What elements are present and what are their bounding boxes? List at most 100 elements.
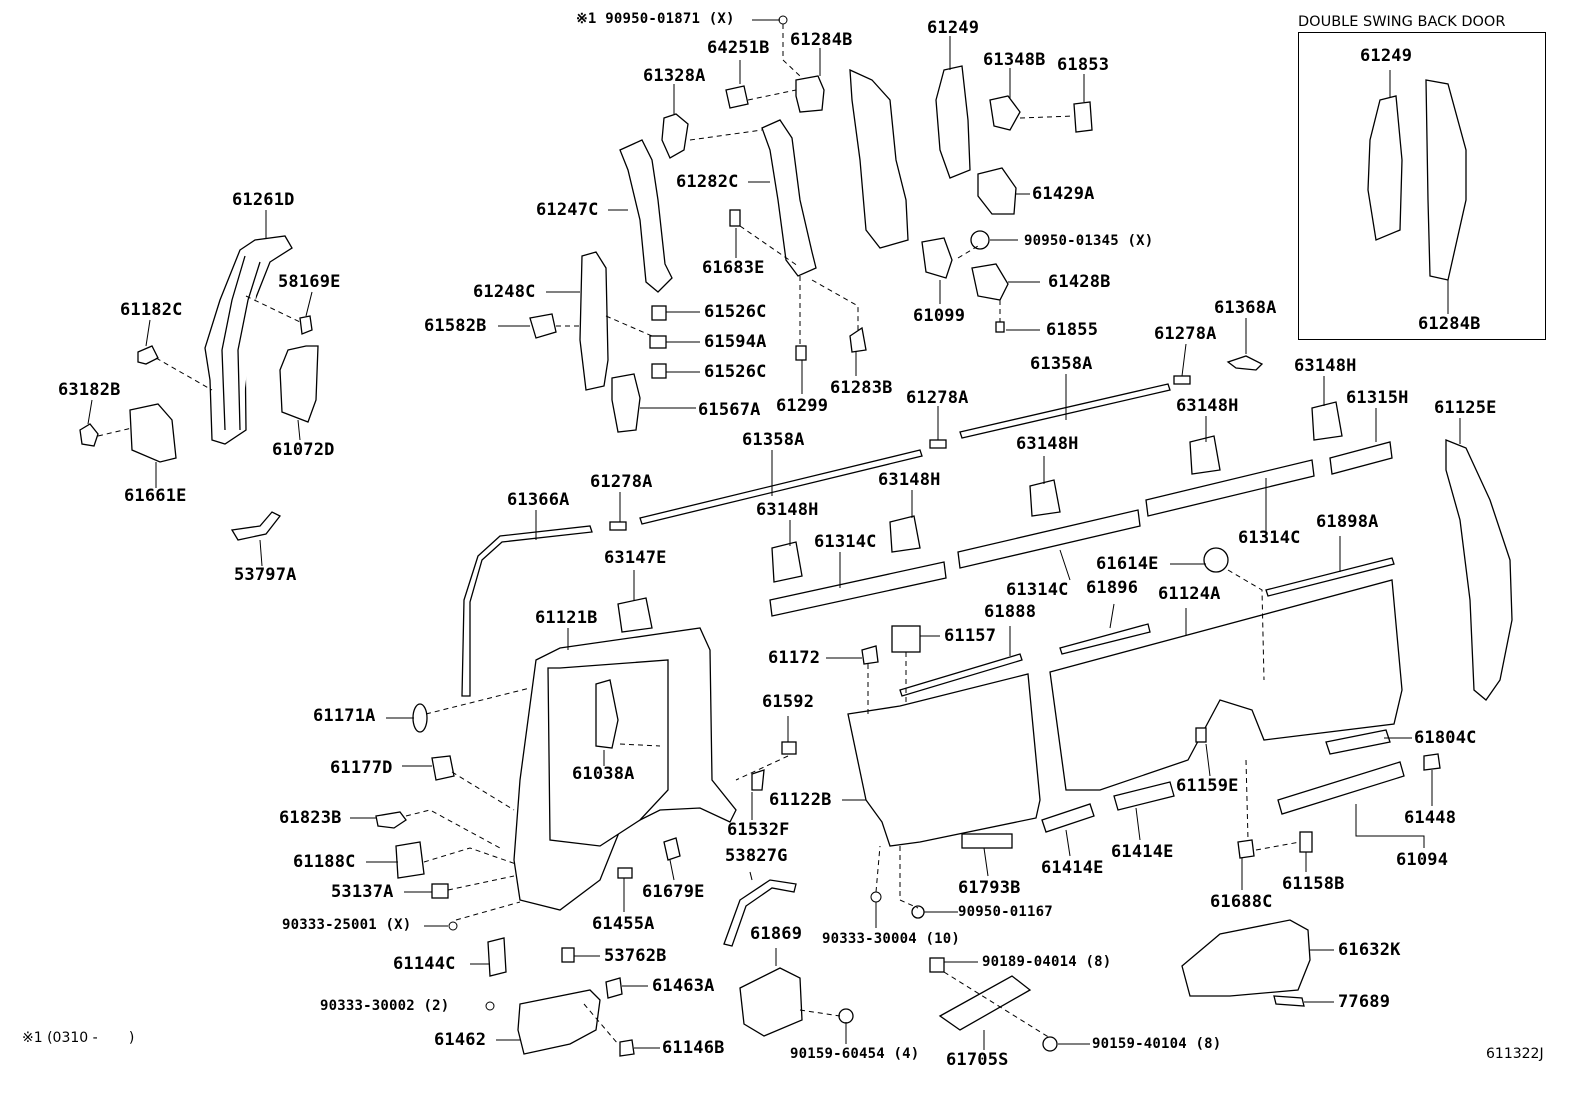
part-label-61869[interactable]: 61869 xyxy=(750,924,803,944)
part-label-53762b[interactable]: 53762B xyxy=(604,946,667,966)
part-label-53827g[interactable]: 53827G xyxy=(725,846,788,866)
part-label-61121b[interactable]: 61121B xyxy=(535,608,598,628)
part-label-61278a-1[interactable]: 61278A xyxy=(590,472,653,492)
part-label-90333-30002[interactable]: 90333-30002 (2) xyxy=(320,998,450,1014)
part-label-61567a[interactable]: 61567A xyxy=(698,400,761,420)
part-label-61679e[interactable]: 61679E xyxy=(642,882,705,902)
part-label-61414e-2[interactable]: 61414E xyxy=(1111,842,1174,862)
part-label-61661e[interactable]: 61661E xyxy=(124,486,187,506)
part-label-61526c-1[interactable]: 61526C xyxy=(704,302,767,322)
part-label-61158b[interactable]: 61158B xyxy=(1282,874,1345,894)
part-label-63148h-d[interactable]: 63148H xyxy=(1176,396,1239,416)
part-label-61125e[interactable]: 61125E xyxy=(1434,398,1497,418)
part-label-63147e[interactable]: 63147E xyxy=(604,548,667,568)
part-label-61804c[interactable]: 61804C xyxy=(1414,728,1477,748)
part-label-61366a[interactable]: 61366A xyxy=(507,490,570,510)
part-label-61188c[interactable]: 61188C xyxy=(293,852,356,872)
part-label-64251b[interactable]: 64251B xyxy=(707,38,770,58)
part-label-61177d[interactable]: 61177D xyxy=(330,758,393,778)
part-label-61705s[interactable]: 61705S xyxy=(946,1050,1009,1070)
part-label-61146b[interactable]: 61146B xyxy=(662,1038,725,1058)
part-label-90950-01345[interactable]: 90950-01345 (X) xyxy=(1024,233,1154,249)
part-label-61282c[interactable]: 61282C xyxy=(676,172,739,192)
part-label-61348b[interactable]: 61348B xyxy=(983,50,1046,70)
part-label-61072d[interactable]: 61072D xyxy=(272,440,335,460)
bracket-61172-drawing xyxy=(861,645,879,665)
part-label-77689[interactable]: 77689 xyxy=(1338,992,1391,1012)
part-label-61124a[interactable]: 61124A xyxy=(1158,584,1221,604)
part-label-61247c[interactable]: 61247C xyxy=(536,200,599,220)
part-label-61249[interactable]: 61249 xyxy=(927,18,980,38)
part-label-61278a-2[interactable]: 61278A xyxy=(906,388,969,408)
diagram-code: 611322J xyxy=(1486,1046,1544,1062)
part-label-63148h-c[interactable]: 63148H xyxy=(1016,434,1079,454)
part-label-90333-30004[interactable]: 90333-30004 (10) xyxy=(822,931,961,947)
part-label-63148h-e[interactable]: 63148H xyxy=(1294,356,1357,376)
part-label-61171a[interactable]: 61171A xyxy=(313,706,376,726)
part-label-53797a[interactable]: 53797A xyxy=(234,565,297,585)
part-label-61328a[interactable]: 61328A xyxy=(643,66,706,86)
part-label-90159-40104[interactable]: 90159-40104 (8) xyxy=(1092,1036,1222,1052)
part-label-61463a[interactable]: 61463A xyxy=(652,976,715,996)
pillar-61248c-drawing xyxy=(579,251,609,391)
part-label-61428b[interactable]: 61428B xyxy=(1048,272,1111,292)
part-label-61793b[interactable]: 61793B xyxy=(958,878,1021,898)
part-label-63148h-b[interactable]: 63148H xyxy=(878,470,941,490)
part-label-61688c[interactable]: 61688C xyxy=(1210,892,1273,912)
part-label-61429a[interactable]: 61429A xyxy=(1032,184,1095,204)
part-label-61094[interactable]: 61094 xyxy=(1396,850,1449,870)
part-label-61853[interactable]: 61853 xyxy=(1057,55,1110,75)
part-label-61284b[interactable]: 61284B xyxy=(790,30,853,50)
part-label-61278a-3[interactable]: 61278A xyxy=(1154,324,1217,344)
rail-61414e-2-drawing xyxy=(1113,781,1175,811)
part-label-61314c-3[interactable]: 61314C xyxy=(1238,528,1301,548)
part-label-61284b-inset[interactable]: 61284B xyxy=(1418,314,1481,334)
part-label-61368a[interactable]: 61368A xyxy=(1214,298,1277,318)
part-label-61182c[interactable]: 61182C xyxy=(120,300,183,320)
part-label-90159-60454[interactable]: 90159-60454 (4) xyxy=(790,1046,920,1062)
part-label-53137a[interactable]: 53137A xyxy=(331,882,394,902)
part-label-63148h-a[interactable]: 63148H xyxy=(756,500,819,520)
part-label-63182b[interactable]: 63182B xyxy=(58,380,121,400)
part-label-61314c-2[interactable]: 61314C xyxy=(1006,580,1069,600)
part-label-61462[interactable]: 61462 xyxy=(434,1030,487,1050)
part-label-61122b[interactable]: 61122B xyxy=(769,790,832,810)
part-label-61594a[interactable]: 61594A xyxy=(704,332,767,352)
part-label-61172[interactable]: 61172 xyxy=(768,648,821,668)
part-label-61099[interactable]: 61099 xyxy=(913,306,966,326)
part-label-61614e[interactable]: 61614E xyxy=(1096,554,1159,574)
part-label-61157[interactable]: 61157 xyxy=(944,626,997,646)
part-label-90950-01871[interactable]: ※1 90950-01871 (X) xyxy=(576,11,735,27)
part-label-61261d[interactable]: 61261D xyxy=(232,190,295,210)
part-label-61683e[interactable]: 61683E xyxy=(702,258,765,278)
part-label-61896[interactable]: 61896 xyxy=(1086,578,1139,598)
part-label-58169e[interactable]: 58169E xyxy=(278,272,341,292)
part-label-61414e-1[interactable]: 61414E xyxy=(1041,858,1104,878)
part-label-61823b[interactable]: 61823B xyxy=(279,808,342,828)
part-label-61248c[interactable]: 61248C xyxy=(473,282,536,302)
part-label-61283b[interactable]: 61283B xyxy=(830,378,893,398)
part-label-61038a[interactable]: 61038A xyxy=(572,764,635,784)
part-label-61888[interactable]: 61888 xyxy=(984,602,1037,622)
part-label-61582b[interactable]: 61582B xyxy=(424,316,487,336)
part-label-61358a-lower[interactable]: 61358A xyxy=(742,430,805,450)
part-label-61448[interactable]: 61448 xyxy=(1404,808,1457,828)
part-label-61249-inset[interactable]: 61249 xyxy=(1360,46,1413,66)
part-label-61632k[interactable]: 61632K xyxy=(1338,940,1401,960)
part-label-61526c-2[interactable]: 61526C xyxy=(704,362,767,382)
part-label-61532f[interactable]: 61532F xyxy=(727,820,790,840)
part-label-61898a[interactable]: 61898A xyxy=(1316,512,1379,532)
part-label-61358a-upper[interactable]: 61358A xyxy=(1030,354,1093,374)
part-label-61159e[interactable]: 61159E xyxy=(1176,776,1239,796)
part-label-61592[interactable]: 61592 xyxy=(762,692,815,712)
part-label-61144c[interactable]: 61144C xyxy=(393,954,456,974)
part-label-61315h[interactable]: 61315H xyxy=(1346,388,1409,408)
part-label-61455a[interactable]: 61455A xyxy=(592,914,655,934)
part-label-61855[interactable]: 61855 xyxy=(1046,320,1099,340)
part-label-90333-25001[interactable]: 90333-25001 (X) xyxy=(282,917,412,933)
part-label-90189-04014[interactable]: 90189-04014 (8) xyxy=(982,954,1112,970)
step-61869-drawing xyxy=(739,967,803,1037)
part-label-61299[interactable]: 61299 xyxy=(776,396,829,416)
part-label-61314c-1[interactable]: 61314C xyxy=(814,532,877,552)
part-label-90950-01167[interactable]: 90950-01167 xyxy=(958,904,1053,920)
